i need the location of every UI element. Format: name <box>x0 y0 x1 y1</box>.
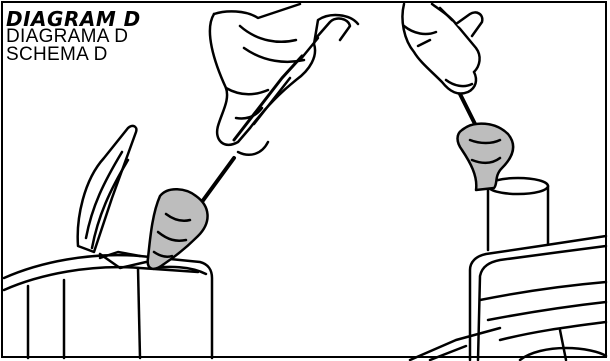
cleaning-tool-icon <box>456 86 513 190</box>
diagram-title-italian: SCHEMA D <box>6 46 141 64</box>
right-appliance-body <box>410 236 606 360</box>
left-appliance-body <box>4 252 212 358</box>
right-hand-icon <box>402 4 482 94</box>
left-hand-icon <box>210 4 358 155</box>
open-lid-icon <box>78 126 146 268</box>
brush-icon <box>148 158 234 269</box>
cylinder-post <box>488 178 548 250</box>
diagram-label: DIAGRAM D DIAGRAMA D SCHEMA D <box>6 10 141 64</box>
